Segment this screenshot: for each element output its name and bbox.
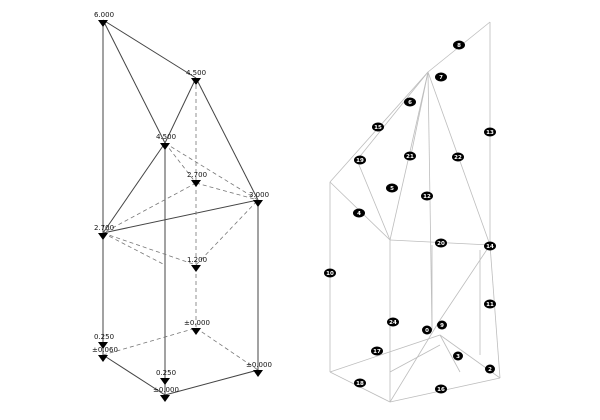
svg-text:12: 12: [423, 194, 431, 200]
svg-text:9: 9: [440, 323, 444, 329]
svg-text:4: 4: [357, 211, 361, 217]
svg-text:10: 10: [326, 271, 334, 277]
level-label: 2.700: [187, 171, 207, 179]
level-marker: 4.500: [186, 69, 206, 85]
node-badge: 8: [453, 40, 465, 50]
level-label: ±0.000: [246, 361, 272, 369]
node-badge: 20: [435, 238, 447, 248]
svg-text:11: 11: [486, 302, 494, 308]
left-dashed-lines: [102, 78, 259, 371]
level-marker: 0.250: [94, 333, 114, 349]
node-badge: 11: [484, 299, 496, 309]
node-badge: 0: [422, 325, 432, 335]
node-badge: 3: [453, 351, 463, 361]
node-badge: 18: [354, 378, 366, 388]
svg-text:0: 0: [425, 328, 429, 334]
node-badge: 19: [354, 155, 366, 165]
svg-text:15: 15: [374, 125, 382, 131]
level-marker: ±0.060: [92, 346, 118, 362]
svg-text:24: 24: [389, 320, 397, 326]
svg-text:17: 17: [373, 349, 381, 355]
svg-text:6: 6: [408, 100, 412, 106]
level-label: 2.700: [94, 224, 114, 232]
svg-text:14: 14: [486, 244, 494, 250]
node-badge: 12: [421, 191, 433, 201]
level-marker: ±0.000: [184, 319, 210, 335]
node-badge: 4: [353, 208, 365, 218]
svg-text:20: 20: [437, 241, 445, 247]
node-badge: 14: [484, 241, 496, 251]
node-badge: 9: [437, 320, 447, 330]
level-label: ±0.060: [92, 346, 118, 354]
level-label: 6.000: [94, 11, 114, 19]
level-marker: 3.000: [249, 191, 269, 207]
svg-text:22: 22: [454, 155, 462, 161]
svg-text:16: 16: [437, 387, 445, 393]
level-marker: 2.700: [187, 171, 207, 187]
node-badge: 17: [371, 346, 383, 356]
node-badge: 6: [404, 97, 416, 107]
node-badge: 13: [484, 127, 496, 137]
svg-text:7: 7: [439, 75, 443, 81]
level-label: ±0.000: [153, 386, 179, 394]
level-label: 3.000: [249, 191, 269, 199]
left-level-markers: 6.000 4.500 4.500 2.700 3.000 2.700 1.20…: [92, 11, 272, 402]
level-label: 4.500: [186, 69, 206, 77]
svg-text:5: 5: [390, 186, 394, 192]
level-marker: 1.200: [187, 256, 207, 272]
left-solid-lines: [102, 19, 259, 396]
level-label: 0.250: [94, 333, 114, 341]
node-badge: 22: [452, 152, 464, 162]
level-marker: 0.250: [156, 369, 176, 385]
svg-text:21: 21: [406, 154, 414, 160]
level-label: 1.200: [187, 256, 207, 264]
right-node-badges: 8 7 6 13 15 19 21 22 5 12 4 20 14 10 11 …: [324, 40, 496, 394]
svg-text:3: 3: [456, 354, 460, 360]
svg-text:18: 18: [356, 381, 364, 387]
svg-text:2: 2: [488, 367, 492, 373]
node-badge: 15: [372, 122, 384, 132]
level-label: 4.500: [156, 133, 176, 141]
node-badge: 16: [435, 384, 447, 394]
svg-text:19: 19: [356, 158, 364, 164]
level-marker: 4.500: [156, 133, 176, 150]
level-marker: 2.700: [94, 224, 114, 240]
node-badge: 5: [386, 183, 398, 193]
svg-text:13: 13: [486, 130, 494, 136]
svg-text:8: 8: [457, 43, 461, 49]
node-badge: 24: [387, 317, 399, 327]
level-marker: ±0.000: [246, 361, 272, 377]
level-label: ±0.000: [184, 319, 210, 327]
node-badge: 2: [485, 364, 495, 374]
node-badge: 10: [324, 268, 336, 278]
node-badge: 21: [404, 151, 416, 161]
node-badge: 7: [435, 72, 447, 82]
level-label: 0.250: [156, 369, 176, 377]
level-marker: ±0.000: [153, 386, 179, 402]
level-marker: 6.000: [94, 11, 114, 27]
